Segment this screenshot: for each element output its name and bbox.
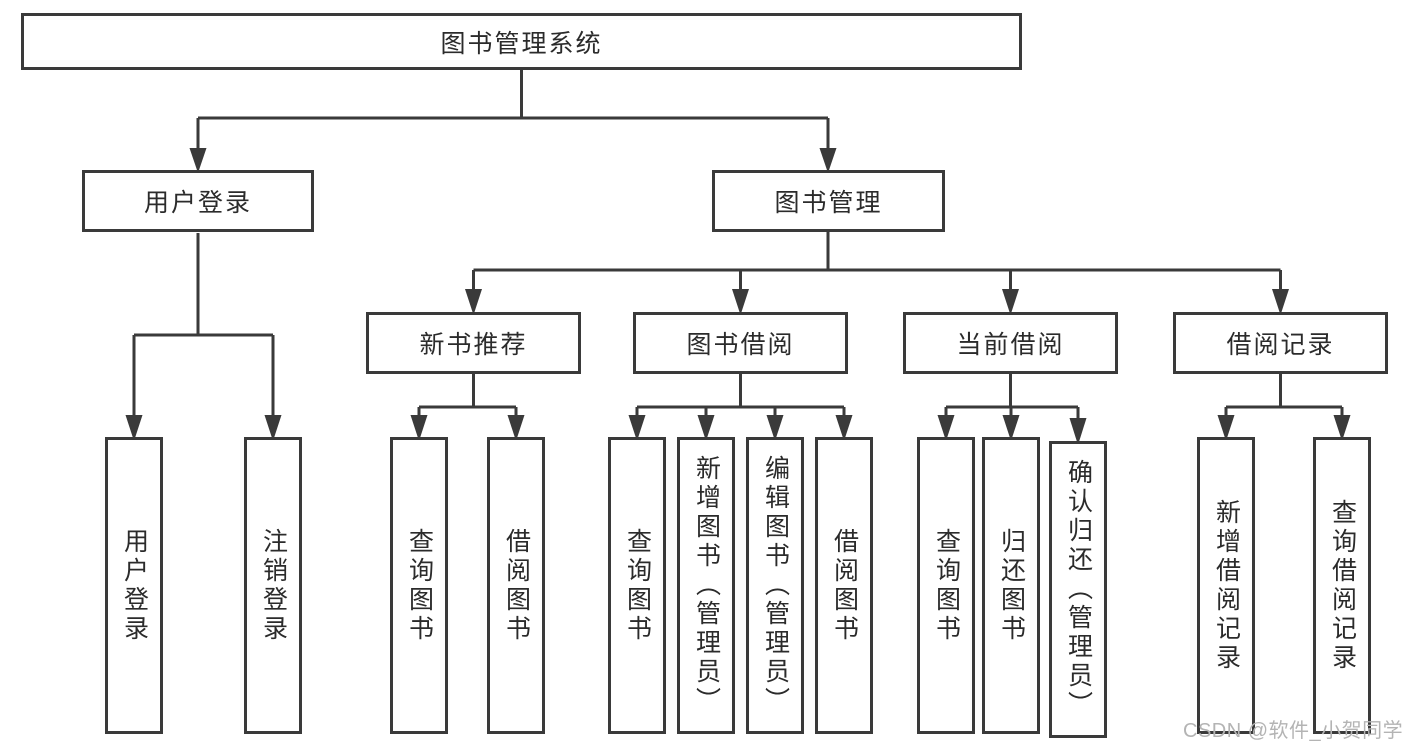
leaf-label: 注销登录 [259, 527, 288, 644]
node-new-book-recommend: 新书推荐 [366, 312, 581, 374]
leaf-label: 用户登录 [120, 527, 149, 644]
node-label: 当前借阅 [956, 331, 1065, 359]
node-borrow-records: 借阅记录 [1173, 312, 1388, 374]
node-label: 图书借阅 [686, 331, 795, 359]
node-label: 图书管理系统 [440, 29, 603, 58]
leaf-logout-login: 注销登录 [244, 437, 302, 734]
leaf-borrow-add-book-admin: 新增图书（管理员） [677, 437, 735, 734]
csdn-watermark: CSDN @软件_小贺同学 [1183, 720, 1404, 742]
leaf-label: 归还图书 [997, 527, 1026, 644]
node-book-management: 图书管理 [712, 170, 945, 232]
leaf-label: 确认归还（管理员） [1064, 459, 1093, 720]
leaf-records-query-borrow-record: 查询借阅记录 [1313, 437, 1371, 734]
leaf-label: 编辑图书（管理员） [761, 455, 790, 716]
leaf-label: 查询图书 [623, 527, 652, 644]
node-label: 新书推荐 [419, 331, 528, 359]
node-current-borrow: 当前借阅 [903, 312, 1118, 374]
node-library-management-system: 图书管理系统 [21, 13, 1022, 70]
leaf-borrow-edit-book-admin: 编辑图书（管理员） [746, 437, 804, 734]
leaf-current-return-books: 归还图书 [982, 437, 1040, 734]
leaf-label: 借阅图书 [830, 527, 859, 644]
leaf-current-query-books: 查询图书 [917, 437, 975, 734]
leaf-user-login: 用户登录 [105, 437, 163, 734]
leaf-label: 查询图书 [405, 527, 434, 644]
leaf-borrow-query-books: 查询图书 [608, 437, 666, 734]
node-label: 用户登录 [143, 189, 252, 217]
node-book-borrow: 图书借阅 [633, 312, 848, 374]
leaf-newbook-borrow-books: 借阅图书 [487, 437, 545, 734]
leaf-label: 查询借阅记录 [1328, 498, 1357, 673]
leaf-borrow-borrow-books: 借阅图书 [815, 437, 873, 734]
leaf-label: 新增借阅记录 [1212, 498, 1241, 673]
leaf-label: 查询图书 [932, 527, 961, 644]
leaf-label: 新增图书（管理员） [692, 455, 721, 716]
leaf-records-add-borrow-record: 新增借阅记录 [1197, 437, 1255, 734]
leaf-label: 借阅图书 [502, 527, 531, 644]
leaf-current-confirm-return-admin: 确认归还（管理员） [1049, 441, 1107, 738]
node-label: 借阅记录 [1226, 331, 1335, 359]
leaf-newbook-query-books: 查询图书 [390, 437, 448, 734]
node-label: 图书管理 [774, 189, 883, 217]
node-user-login: 用户登录 [82, 170, 314, 232]
